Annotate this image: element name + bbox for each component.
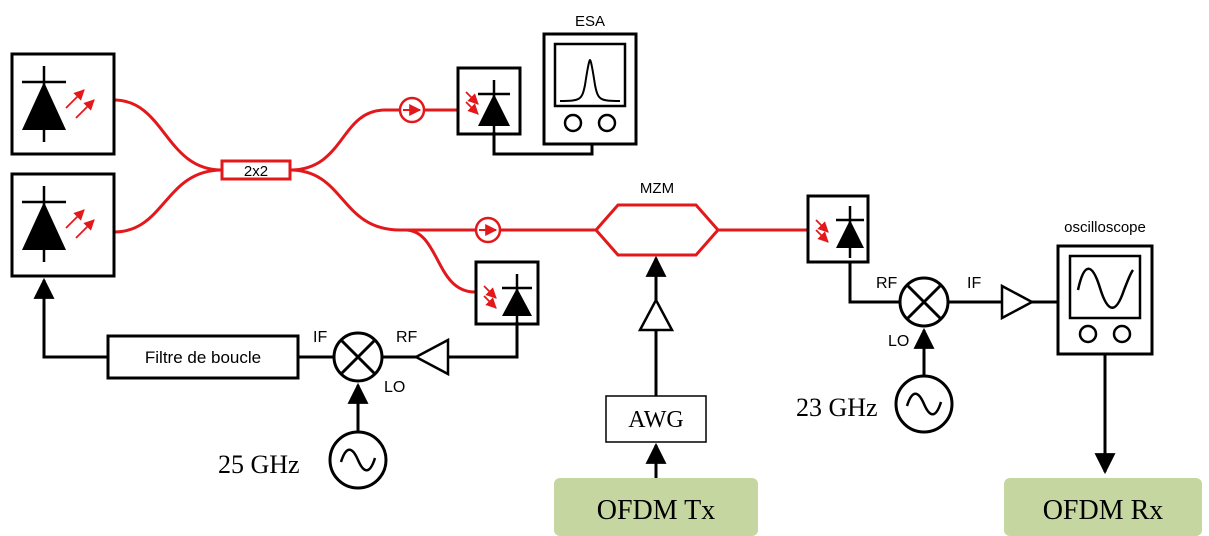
photodiode-icon	[474, 260, 540, 326]
wire-pd-to-amp	[448, 322, 519, 359]
ofdm-rx-label: OFDM Rx	[1043, 495, 1164, 526]
mixer-left-if-label: IF	[313, 329, 327, 346]
mzm-lower-arm	[594, 229, 720, 257]
ofdm-tx-label: OFDM Tx	[597, 495, 716, 526]
photodiode-icon	[806, 194, 870, 264]
amplifier-icon	[637, 297, 675, 332]
mixer-right-rf-label: RF	[876, 275, 898, 292]
amplifier-icon	[1000, 283, 1035, 321]
fiber-laser1-to-coupler	[113, 98, 223, 172]
mixer-right-if-label: IF	[967, 275, 981, 292]
ofdm-rx-box: OFDM Rx	[1004, 478, 1202, 536]
circulator-icon	[474, 216, 502, 244]
fiber-coupler-to-lower-branch	[289, 168, 476, 232]
mzm-label: MZM	[640, 180, 674, 197]
freq-left-label: 25 GHz	[218, 450, 300, 479]
amplifier-icon	[413, 337, 450, 377]
fiber-coupler-to-esa-branch	[289, 108, 400, 172]
optical-fibers	[113, 98, 808, 294]
fiber-tap-to-pd	[404, 228, 476, 294]
loop-filter-label: Filtre de boucle	[145, 348, 261, 367]
mixer-icon	[898, 276, 950, 328]
coupler-box	[220, 159, 292, 181]
coupler-label: 2x2	[244, 163, 268, 180]
sine-source-icon	[328, 430, 388, 490]
laser-diode-icon	[10, 52, 116, 156]
awg-box: AWG	[605, 395, 707, 443]
mzm-upper-arm	[594, 203, 720, 231]
spectrum-analyzer-icon	[542, 32, 638, 146]
oscilloscope-label: oscilloscope	[1064, 219, 1146, 236]
fiber-laser2-to-coupler	[113, 168, 223, 234]
mixer-left-rf-label: RF	[396, 329, 418, 346]
freq-right-label: 23 GHz	[796, 393, 878, 422]
oscilloscope-icon	[1056, 244, 1154, 356]
awg-label: AWG	[628, 407, 683, 433]
photodiode-icon	[456, 66, 522, 136]
loop-filter-box: Filtre de boucle	[106, 334, 300, 380]
wire-pd-to-esa	[492, 132, 594, 156]
mixer-icon	[332, 331, 384, 383]
mixer-right-lo-label: LO	[888, 333, 909, 350]
mixer-left-lo-label: LO	[384, 379, 405, 396]
ofdm-tx-box: OFDM Tx	[554, 478, 758, 536]
laser-diode-icon	[10, 172, 116, 278]
sine-source-icon	[894, 374, 954, 434]
circulator-icon	[398, 96, 426, 124]
wire-pd-to-rx-mixer	[848, 262, 900, 304]
wire-filter-to-laser	[33, 277, 108, 359]
esa-label: ESA	[575, 13, 605, 30]
